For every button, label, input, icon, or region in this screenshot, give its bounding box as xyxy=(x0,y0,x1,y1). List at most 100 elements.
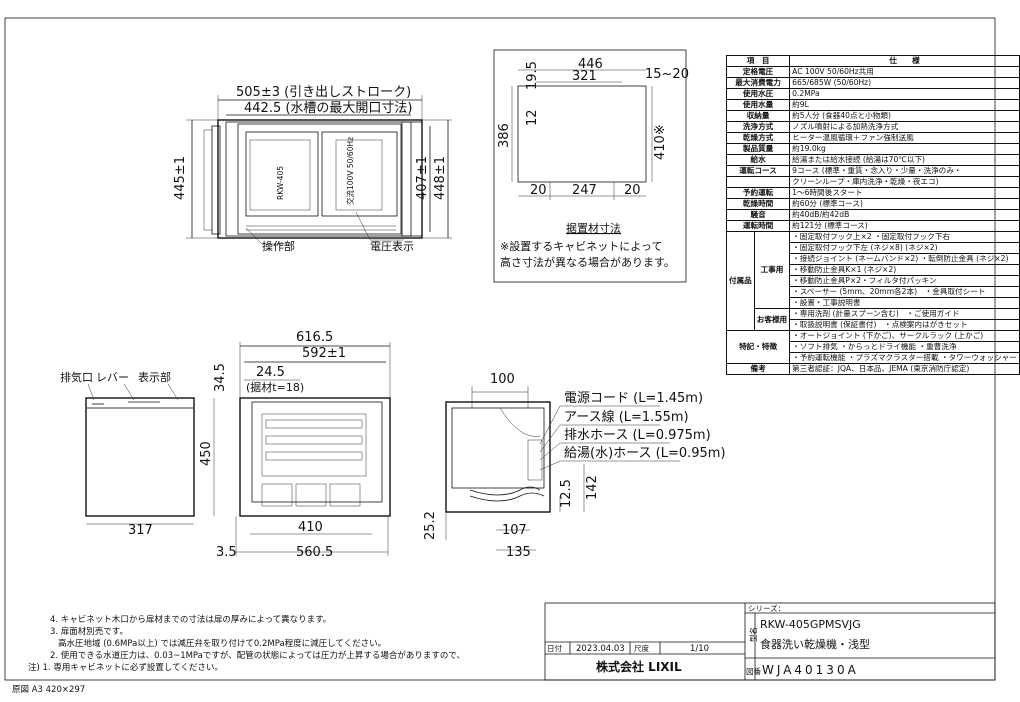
label-supply: 給湯(水)ホース (L=0.95m) xyxy=(564,446,726,461)
spec-value: 1～6時間後スタート xyxy=(789,187,1020,199)
dim-opening: 442.5 (水槽の最大開口寸法) xyxy=(244,101,413,116)
spec-row: 特記・特徴・オートジョイント (下かご)、サークルラック (上かご) xyxy=(725,330,1020,364)
spec-value: ・固定取付フック上×2 ・固定取付フック下右 xyxy=(789,231,1020,243)
dim-247: 247 xyxy=(572,183,597,198)
spec-key: 運転時間 xyxy=(725,220,791,232)
spec-key: 運転コース xyxy=(725,165,791,177)
spec-value: 約40dB/約42dB xyxy=(789,209,1020,221)
dim-446: 446 xyxy=(578,57,603,72)
dim-20a: 20 xyxy=(530,183,547,198)
note-4: 4. キャビネット木口から扉材までの寸法は扉の厚みによって異なります。 xyxy=(50,614,331,625)
spec-header: 項 目 仕 様 xyxy=(725,55,1020,67)
model-number: RKW-405GPMSVJG xyxy=(760,618,861,631)
series-label: シリーズ： xyxy=(748,603,785,613)
dim-100: 100 xyxy=(490,372,515,387)
notes: 4. キャビネット木口から扉材までの寸法は扉の厚みによって異なります。 3. 扉… xyxy=(12,614,465,695)
spec-row: クリーンループ・庫内洗浄・乾燥・夜エコ) xyxy=(725,176,1020,188)
scale: 1/10 xyxy=(690,644,709,654)
dim-24: 24.5 xyxy=(256,365,285,380)
spec-key: 収納量 xyxy=(725,110,791,122)
spec-row: 乾燥方式ヒーター温風循環＋ファン強制送風 xyxy=(725,132,1020,144)
spec-value: 665/685W (50/60Hz) xyxy=(789,77,1020,89)
dim-410: 410※ xyxy=(653,124,668,160)
dim-386: 386 xyxy=(497,123,512,148)
side-view: 排気口 レバー 表示部 317 450 xyxy=(60,370,215,538)
spec-value: 約9L xyxy=(789,99,1020,111)
dim-407: 407±1 xyxy=(415,156,430,200)
dim-592: 592±1 xyxy=(302,346,346,361)
spec-value: ・スペーサー (5mm、20mm各2本) ・金具取付シート xyxy=(789,286,1020,298)
dim-321: 321 xyxy=(572,69,597,84)
spec-value: ノズル噴射による加熱洗浄方式 xyxy=(789,121,1020,133)
label-cord: 電源コード (L=1.45m) xyxy=(564,391,703,406)
note-2b: 高水圧地域 (0.6MPa以上) では減圧弁を取り付けて0.2MPa程度に減圧し… xyxy=(58,638,386,649)
dim-34: 34.5 xyxy=(213,363,228,392)
dim-445: 445±1 xyxy=(173,156,188,200)
dim-3-5: 3.5 xyxy=(216,545,237,560)
label-display: 表示部 xyxy=(138,370,171,384)
spec-row: お客様用・専用洗剤 (計量スプーン含む) ・ご使用ガイド xyxy=(727,308,1020,331)
dim-317: 317 xyxy=(128,523,153,538)
spec-row: 乾燥時間約60分 (標準コース) xyxy=(725,198,1020,210)
spec-value: 約60分 (標準コース) xyxy=(789,198,1020,210)
spec-accessories-cat: 付属品 xyxy=(726,231,755,331)
spec-row: 付属品工事用・固定取付フック上×2 ・固定取付フック下右 xyxy=(726,231,1020,331)
spec-value: 約121分 (標準コース) xyxy=(789,220,1020,232)
dim-448: 448±1 xyxy=(433,156,448,200)
spec-value: ・取扱説明書 (保証書付) ・点検案内はがきセット xyxy=(789,319,1020,331)
note-1: 注) 1. 専用キャビネットに必ず設置してください。 xyxy=(28,662,223,673)
drawing-number: WJA40130A xyxy=(762,663,859,677)
spec-key: 最大消費電力 xyxy=(725,77,791,89)
dim-410-top: 410 xyxy=(298,520,323,535)
spec-construction-label: 工事用 xyxy=(753,231,791,309)
spec-row: 備考第三者認証：JQA、日本品、JEMA (東京消防庁認定) xyxy=(725,363,1020,375)
spec-row: 運転時間約121分 (標準コース) xyxy=(725,220,1020,232)
spec-value: ・接続ジョイント (ネームバンド×2) ・転倒防止金具 (ネジ×2) xyxy=(789,253,1020,265)
date-label: 日付 xyxy=(547,643,562,653)
dim-25-2: 25.2 xyxy=(423,511,438,540)
cutout-note-2: 高さ寸法が異なる場合があります。 xyxy=(500,255,675,269)
label-control: 操作部 xyxy=(262,239,295,253)
model-side-label: 型名 xyxy=(748,627,758,642)
dim-560: 560.5 xyxy=(296,545,333,560)
dim-15-20: 15~20 xyxy=(645,67,689,82)
label-drain: 排水ホース (L=0.975m) xyxy=(564,428,711,443)
spec-key: 乾燥時間 xyxy=(725,198,791,210)
label-earth: アース線 (L=1.55m) xyxy=(564,409,689,425)
spec-row: 給水給湯または給水接続 (給湯は70℃以下) xyxy=(725,154,1020,166)
spec-value: ・専用洗剤 (計量スプーン含む) ・ご使用ガイド xyxy=(789,308,1020,320)
title-block: シリーズ： 型名 RKW-405GPMSVJG 食器洗い乾燥機・浅型 日付 20… xyxy=(544,602,996,681)
top-view: 616.5 592±1 34.5 24.5 (据材t=18) 410 3.5 5… xyxy=(213,330,391,560)
spec-value: ・予約運転機能 ・プラズマクラスター搭載 ・タワーウォッシャー xyxy=(789,352,1020,364)
base-thickness: (据材t=18) xyxy=(246,380,304,394)
front-view: RKW-405 交流100V 50/60Hz 505±3 (引き出しストローク)… xyxy=(173,85,452,253)
dim-12-5: 12.5 xyxy=(559,479,574,508)
dim-20b: 20 xyxy=(624,183,641,198)
dim-450: 450 xyxy=(199,441,214,466)
label-voltage: 電圧表示 xyxy=(370,239,414,253)
spec-customer-label: お客様用 xyxy=(753,308,791,331)
indicator-vertical-text: 交流100V 50/60Hz xyxy=(345,137,355,205)
spec-key: 洗浄方式 xyxy=(725,121,791,133)
spec-key: 給水 xyxy=(725,154,791,166)
drawing-no-label: 図番 xyxy=(746,666,761,676)
spec-value: ・移動防止金具K×1 (ネジ×2) xyxy=(789,264,1020,276)
spec-value: 約5人分 (食器40点と小物類) xyxy=(789,110,1020,122)
spec-value: 給湯または給水接続 (給湯は70℃以下) xyxy=(789,154,1020,166)
spec-header-spec: 仕 様 xyxy=(789,55,1020,67)
spec-key: 予約運転 xyxy=(725,187,791,199)
spec-key: 騒音 xyxy=(725,209,791,221)
spec-key: 乾燥方式 xyxy=(725,132,791,144)
spec-value: ・設置・工事説明書 xyxy=(789,297,1020,309)
spec-value: 0.2MPa xyxy=(789,88,1020,100)
dim-142: 142 xyxy=(585,475,600,500)
spec-value: ・固定取付フック下左 (ネジ×8) (ネジ×2) xyxy=(789,242,1020,254)
spec-row: 騒音約40dB/約42dB xyxy=(725,209,1020,221)
note-2: 2. 使用できる水道圧力は、0.03~1MPaですが、配管の状態によっては圧力が… xyxy=(50,650,465,661)
spec-key: 製品質量 xyxy=(725,143,791,155)
